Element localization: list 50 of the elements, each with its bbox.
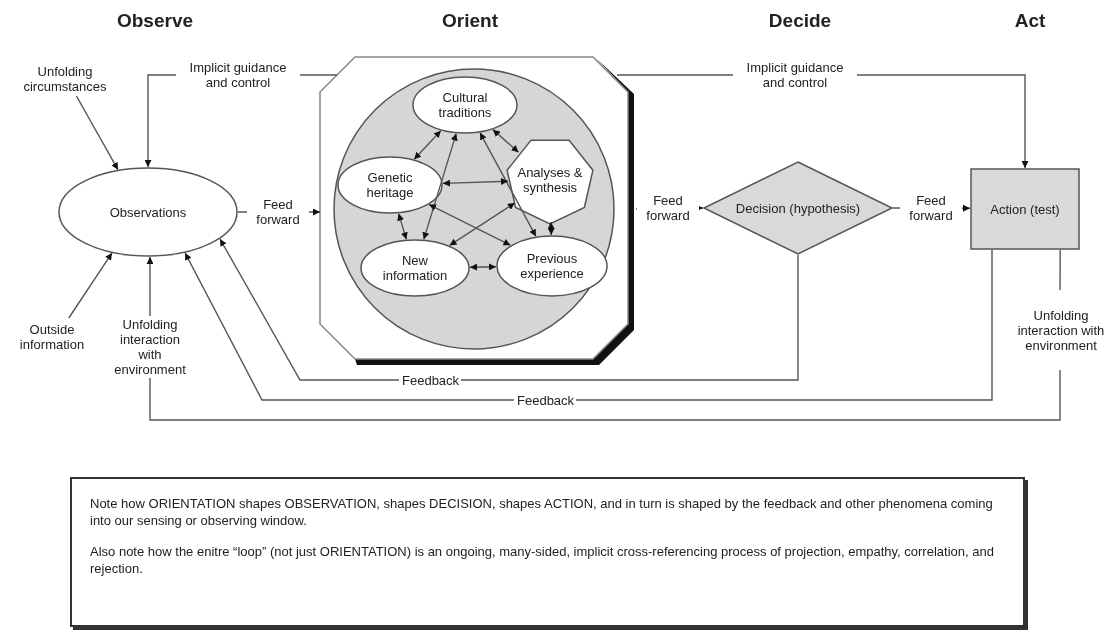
node-text: New information	[381, 253, 449, 283]
edge-label: Feed forward	[247, 197, 309, 227]
ellipse-node	[496, 235, 608, 297]
node-text: Unfolding circumstances	[22, 64, 108, 94]
node-text: Genetic heritage	[365, 170, 415, 200]
node-text: Action (test)	[990, 201, 1060, 217]
node-text: Analyses & synthesis	[516, 165, 584, 195]
arrow	[75, 95, 119, 171]
decision-diamond	[703, 161, 893, 255]
double-arrow	[428, 203, 512, 246]
note-box	[70, 477, 1025, 627]
node-text: Unfolding interaction with environment	[113, 317, 187, 377]
node-text: Cultural traditions	[437, 90, 493, 120]
node-text: Outside information	[18, 322, 86, 352]
edge-label: Implicit guidance and control	[176, 60, 300, 90]
arrow	[146, 256, 154, 317]
double-arrow	[479, 132, 537, 237]
note-paragraph: Also note how the enitre “loop” (not just ORIENTATION) is an ongoing, many-sided, implicit cross-referencing process of projection, empathy, correlation, and rejection.	[90, 543, 995, 577]
double-arrow	[442, 178, 509, 187]
ellipse-node	[337, 156, 443, 214]
connector-line	[149, 369, 1061, 421]
circle-area	[333, 68, 615, 350]
note-paragraph: Note how ORIENTATION shapes OBSERVATION, shapes DECISION, shapes ACTION, and in turn is shaped by the feedback and other phenomena coming into our sensing or observing window.	[90, 495, 994, 529]
octagon-frame	[320, 57, 636, 367]
column-heading: Decide	[768, 10, 832, 32]
action-box	[970, 168, 1080, 250]
ellipse-node	[360, 239, 470, 297]
column-heading: Orient	[442, 10, 498, 32]
double-arrow	[469, 263, 497, 271]
column-heading: Observe	[117, 10, 193, 32]
double-arrow	[397, 212, 408, 241]
node-text: Decision (hypothesis)	[735, 200, 861, 216]
double-arrow	[547, 221, 555, 236]
double-arrow	[413, 130, 442, 160]
node-text: Previous experience	[519, 251, 585, 281]
edge-label: Implicit guidance and control	[733, 60, 857, 90]
connector-line	[1059, 249, 1061, 291]
ellipse-node	[412, 76, 518, 134]
arrow	[68, 252, 113, 319]
arrow	[219, 238, 799, 381]
arrow	[184, 249, 993, 401]
node-text: Observations	[109, 204, 187, 220]
double-arrow	[448, 202, 516, 247]
column-heading: Act	[1014, 10, 1046, 32]
double-arrow	[422, 132, 458, 241]
double-arrow	[492, 128, 520, 153]
edge-label: Feed forward	[900, 193, 962, 223]
observations-ellipse	[58, 167, 238, 257]
edge-label: Feed forward	[637, 193, 699, 223]
node-text: Unfolding interaction with environment	[1016, 307, 1106, 353]
